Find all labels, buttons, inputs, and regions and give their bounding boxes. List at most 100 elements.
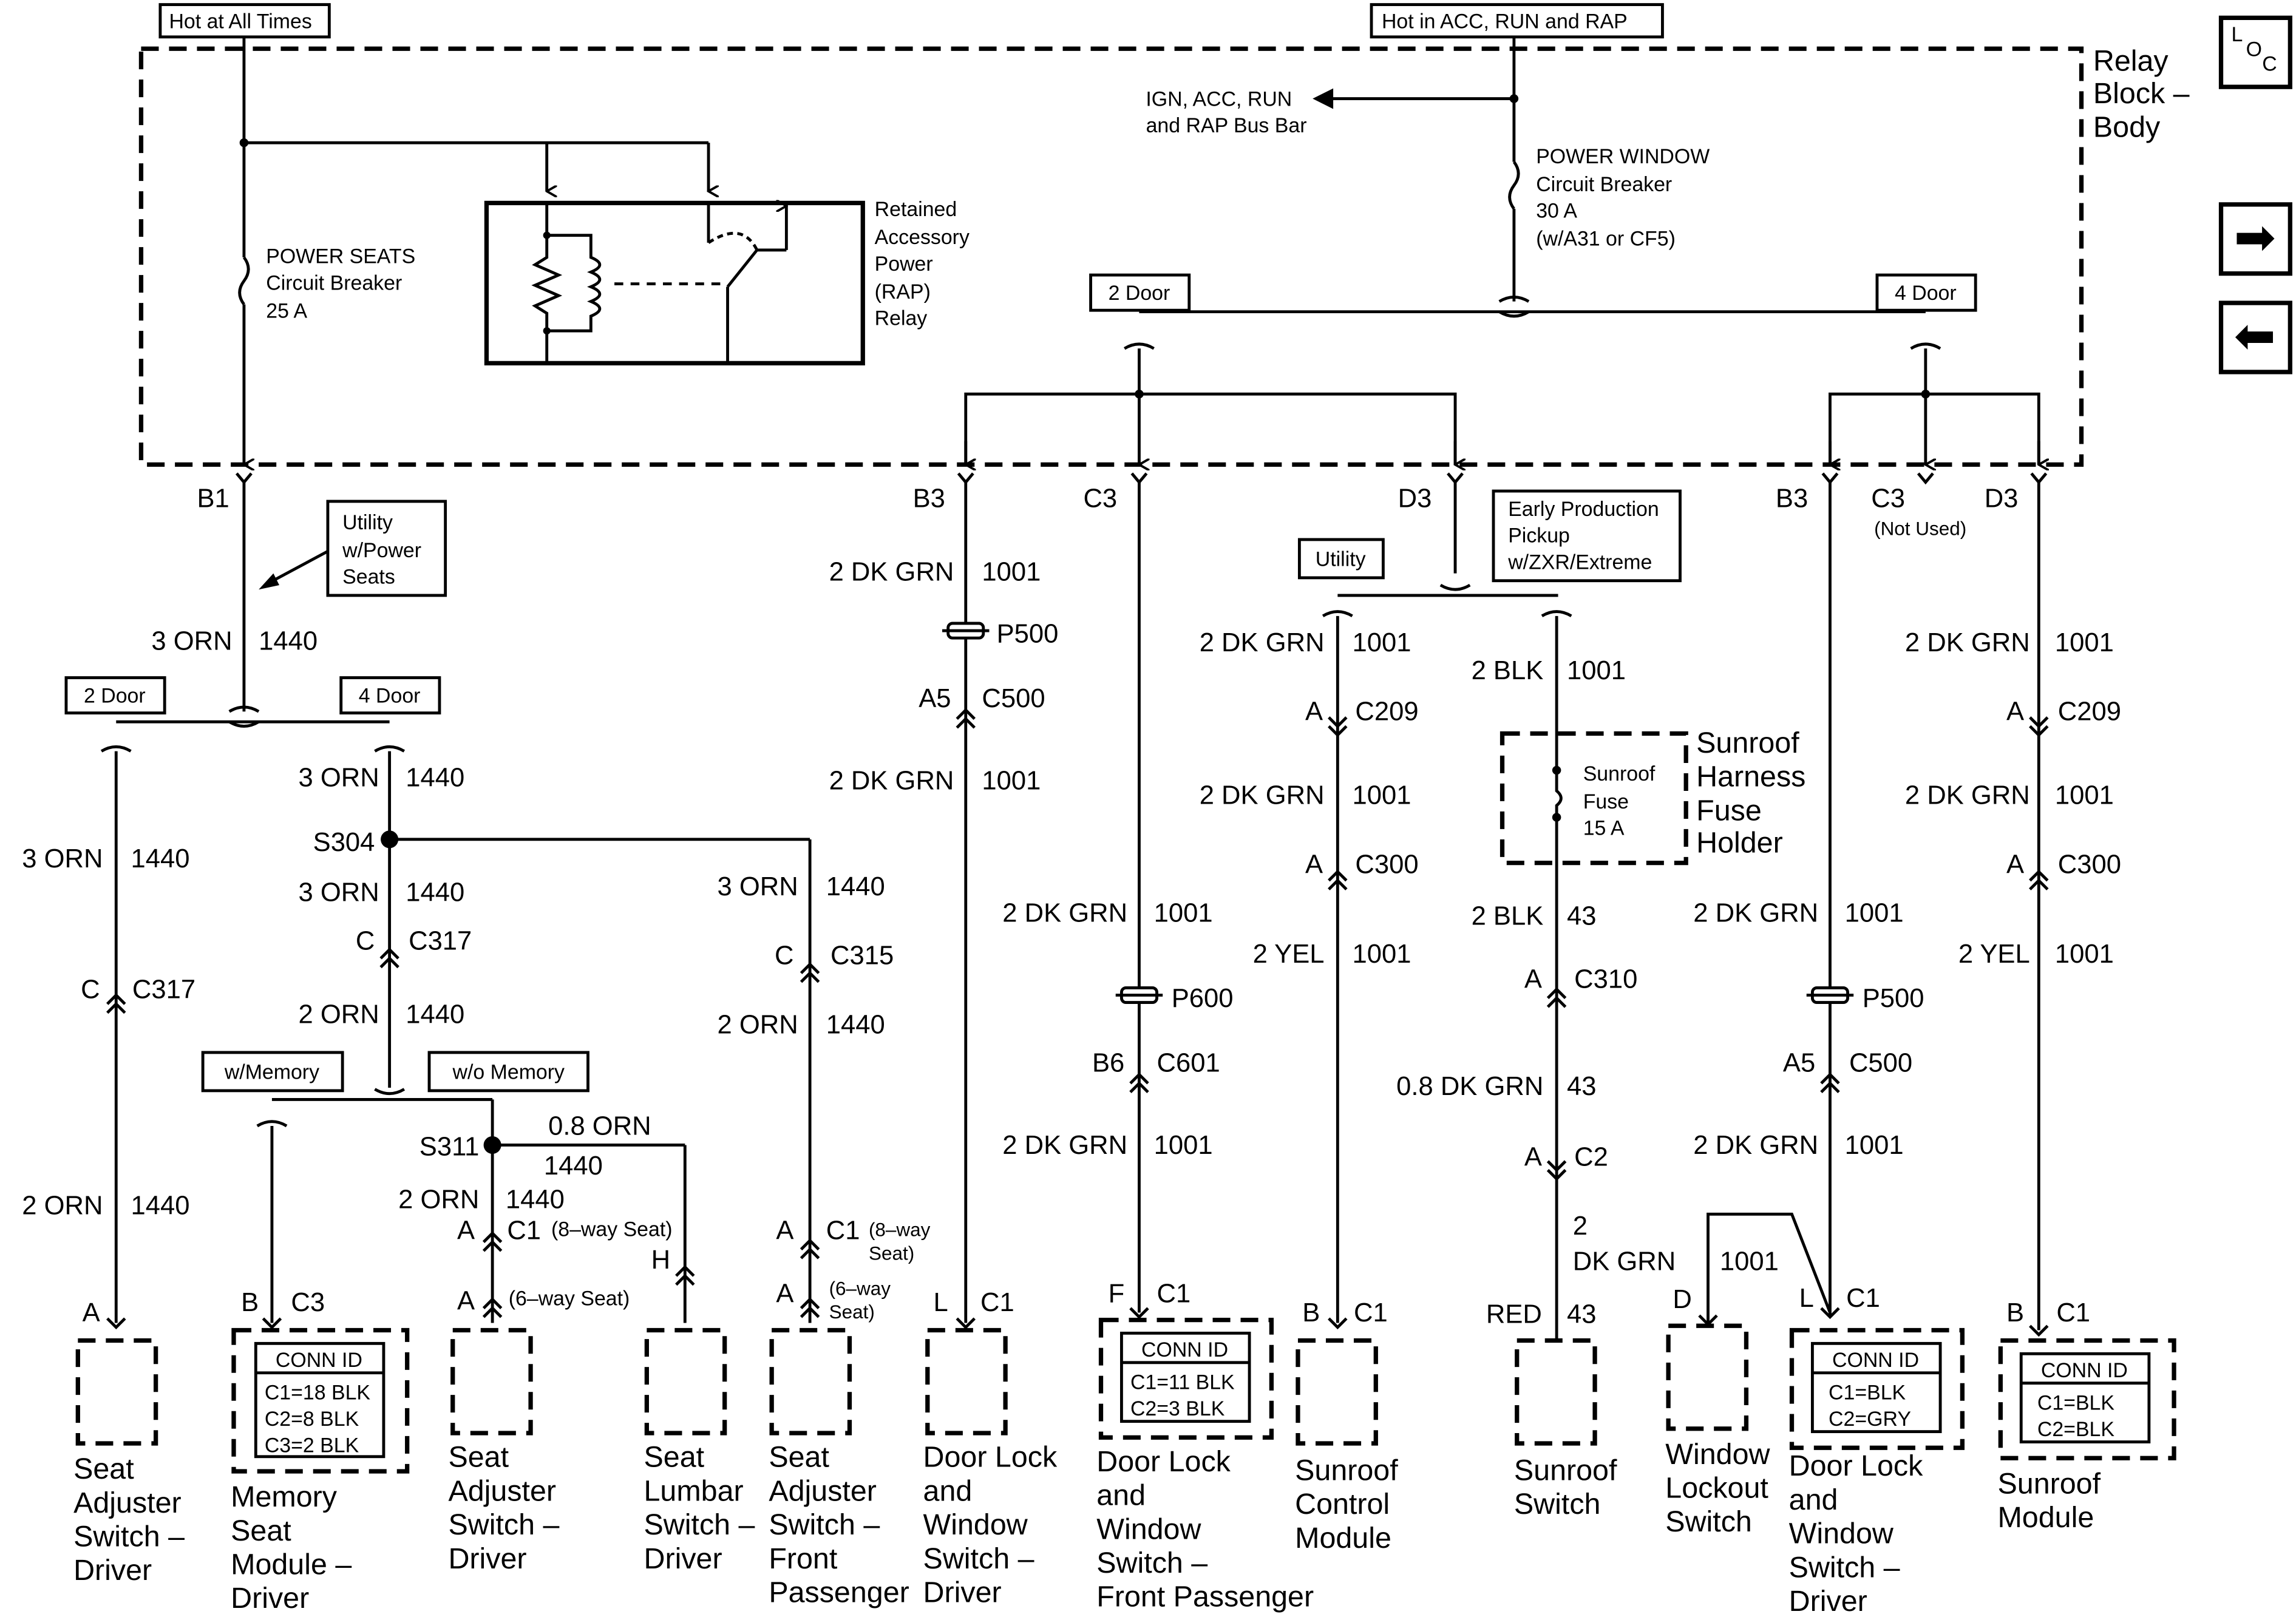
- relay-block-outline: [138, 46, 2084, 467]
- label-lumbar-2: Lumbar: [644, 1474, 744, 1507]
- pin-f-fp: F: [1109, 1280, 1125, 1309]
- term-d3r: [2030, 472, 2048, 485]
- utility-power-seats-box: [326, 500, 447, 597]
- utility-box: [1297, 538, 1385, 580]
- pin-d-lockout: D: [1673, 1285, 1691, 1314]
- term-a-fp2: [800, 1297, 820, 1318]
- w-08orn: 0.8 ORN: [548, 1112, 651, 1141]
- fuse-holder-1: Sunroof: [1696, 727, 1799, 759]
- conn-id-driver2-title: CONN ID: [1832, 1349, 1919, 1372]
- pin-b3-left: B3: [913, 484, 945, 514]
- c1-sunroof-ctrl: C1: [1354, 1298, 1388, 1327]
- power-seats-label-2: Circuit Breaker: [266, 271, 402, 294]
- conn-id-driver2-1: C1=BLK: [1829, 1381, 1906, 1404]
- w-1001-d3r-2: 1001: [2055, 781, 2114, 810]
- term-c3l: [1130, 472, 1148, 485]
- w-1001-b3r-2: 1001: [1845, 1131, 1904, 1160]
- pin-b-memory: B: [241, 1288, 259, 1317]
- conn-id-box-driver2: [1810, 1341, 1942, 1434]
- label-door-driver-3: Window: [923, 1508, 1028, 1541]
- w-dkgrn-b3r-2: 2 DK GRN: [1693, 1131, 1818, 1160]
- power-seats-label-3: 25 A: [266, 299, 307, 322]
- loc-button[interactable]: L O C: [2218, 15, 2292, 89]
- split-memory: [374, 1088, 406, 1096]
- cap-utility: [1322, 610, 1353, 617]
- conn-c601: [1129, 1072, 1149, 1094]
- c300-left: C300: [1355, 850, 1418, 880]
- option-2door-top: 2 Door: [1109, 282, 1170, 305]
- rap-label-1: Retained: [875, 198, 957, 221]
- label-door-fp-4: Switch –: [1096, 1547, 1207, 1579]
- w-memory-box: [201, 1051, 344, 1093]
- rap-label-5: Relay: [875, 307, 928, 330]
- power-window-label-2: Circuit Breaker: [1536, 173, 1672, 196]
- label-sunroof-ctrl-3: Module: [1295, 1522, 1391, 1554]
- option-2door-seat: 2 Door: [84, 685, 146, 708]
- fuse-holder-3: Fuse: [1696, 794, 1762, 827]
- conn-id-memory-title: CONN ID: [276, 1349, 362, 1372]
- loc-l: L: [2231, 23, 2243, 46]
- rap-label-2: Accessory: [875, 226, 970, 249]
- c1-fp-door: C1: [1157, 1280, 1191, 1309]
- w-1001-d3r: 1001: [2055, 628, 2114, 657]
- label-lockout-1: Window: [1665, 1438, 1770, 1471]
- option-4door-seat: 4 Door: [359, 685, 421, 708]
- c317-label-a: C317: [132, 975, 195, 1004]
- c1-driver2: C1: [1846, 1284, 1880, 1313]
- label-seat-fp-5: Passenger: [769, 1576, 909, 1609]
- 4door-bus: [1829, 392, 2040, 465]
- w-1001-b3l: 1001: [982, 558, 1041, 587]
- term-d3l: [1447, 472, 1464, 485]
- back-button[interactable]: ⬅: [2218, 300, 2292, 375]
- fuse-holder-2: Harness: [1696, 761, 1805, 793]
- s311-label: S311: [419, 1132, 480, 1161]
- relay-contact-arm: [726, 249, 758, 288]
- option-2door-box-top: [1089, 273, 1191, 312]
- lockout-wire: [1707, 1212, 1832, 1323]
- conn-c315: [800, 962, 820, 983]
- w-1001-b3r: 1001: [1845, 898, 1904, 927]
- w-dkgrn-b3l: 2 DK GRN: [829, 558, 954, 587]
- window-feed-split: [1498, 295, 1530, 303]
- component-sunroof-module: [1998, 1338, 2176, 1460]
- pin-a-fp2: A: [776, 1280, 793, 1309]
- 2door-bus: [964, 392, 1457, 465]
- power-window-label-4: (w/A31 or CF5): [1536, 228, 1676, 251]
- power-window-label-3: 30 A: [1536, 200, 1577, 223]
- c500-left: C500: [982, 684, 1045, 713]
- wire-1440-main-label: 1440: [259, 627, 318, 656]
- w-dkgrn-d3r: 2 DK GRN: [1905, 628, 2030, 657]
- w-dkgrn-d3r-2: 2 DK GRN: [1905, 781, 2030, 810]
- conn-id-fp-1: C1=11 BLK: [1130, 1371, 1235, 1394]
- rap-label-4: (RAP): [875, 280, 931, 303]
- fuse-label-1: Sunroof: [1583, 762, 1656, 785]
- conn-id-fp-2: C2=3 BLK: [1130, 1397, 1225, 1420]
- label-door-driver2-2: and: [1789, 1483, 1838, 1516]
- w-3orn-2door: 3 ORN: [22, 844, 103, 873]
- opt-2door-cap: [1124, 342, 1155, 350]
- conn-c1-s311: [482, 1231, 503, 1252]
- wo-memory-label: w/o Memory: [452, 1061, 565, 1084]
- label-seat-fp-4: Front: [769, 1542, 838, 1575]
- label-door-driver-2: and: [923, 1474, 973, 1507]
- relay-block-label-1: Relay: [2093, 45, 2169, 78]
- note-6way-fp-b: Seat): [829, 1301, 875, 1323]
- opt-4door-cap: [1910, 342, 1941, 350]
- label-door-driver-5: Driver: [923, 1576, 1002, 1609]
- pin-h-lumbar: H: [651, 1246, 670, 1275]
- pin-b3-right: B3: [1776, 484, 1808, 514]
- conn-id-driver2-2: C2=GRY: [1829, 1408, 1911, 1431]
- a-c209-right: A: [2006, 697, 2024, 727]
- conn-c317-a: [106, 993, 126, 1014]
- hot-in-acc-box: [1370, 3, 1664, 39]
- w-1001-early: 1001: [1567, 656, 1626, 685]
- label-sunroof-switch-1: Sunroof: [1514, 1454, 1617, 1487]
- conn-id-module-2: C2=BLK: [2037, 1418, 2115, 1441]
- forward-button[interactable]: ➡: [2218, 202, 2292, 276]
- pin-d3-right: D3: [1985, 484, 2019, 514]
- back-arrow-icon: ⬅: [2234, 308, 2276, 364]
- term-f-fp: [1129, 1307, 1149, 1320]
- label-seat-adj2-3: Switch –: [448, 1508, 559, 1541]
- label-sunroof-ctrl-1: Sunroof: [1295, 1454, 1398, 1487]
